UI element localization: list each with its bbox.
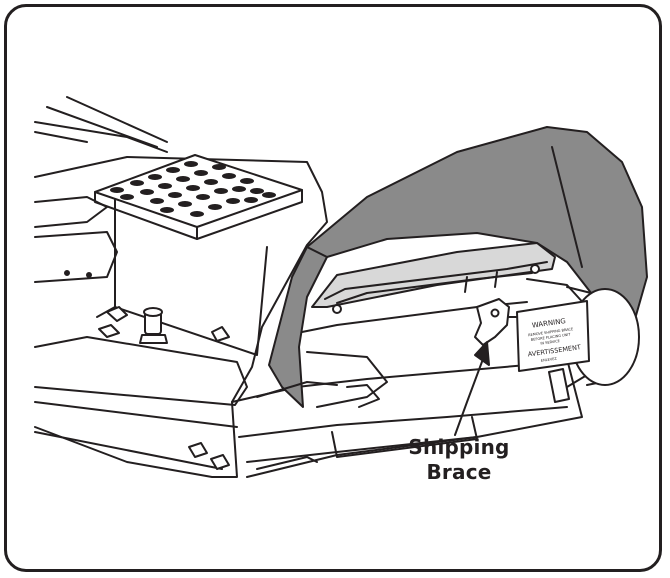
perforated-plate (94, 154, 303, 356)
grill-illustration (34, 96, 648, 478)
knob (139, 307, 168, 344)
illustration-frame: WARNING REMOVE SHIPPING BRACE BEFORE PLA… (4, 4, 662, 572)
shipping-brace-callout: Shipping Brace (399, 435, 519, 485)
grill-lid (268, 126, 648, 408)
callout-arrow (454, 341, 490, 436)
warning-label (508, 300, 590, 372)
callout-line-1: Shipping (408, 435, 510, 459)
side-shelf (34, 96, 168, 283)
callout-line-2: Brace (426, 460, 492, 484)
shipping-brace (474, 298, 510, 346)
